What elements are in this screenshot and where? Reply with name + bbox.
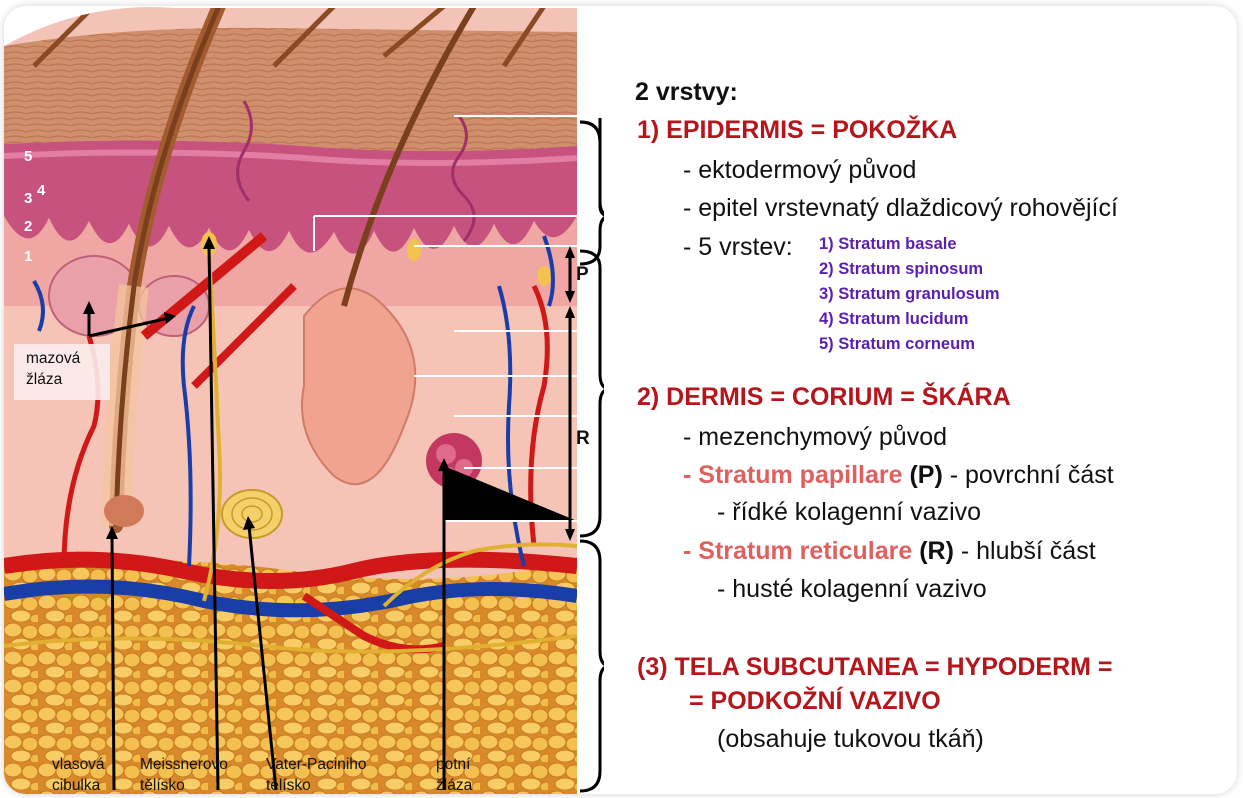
intro-heading: 2 vrstvy: — [635, 78, 738, 107]
layer-number-1: 1 — [24, 248, 32, 265]
epidermis-title: 1) EPIDERMIS = POKOŽKA — [637, 116, 957, 145]
hair-bulb-label: vlasová cibulka — [52, 754, 105, 794]
tela-subcutanea-note: (obsahuje tukovou tkáň) — [717, 725, 984, 754]
stratum-reticulare-name: - Stratum reticulare — [683, 537, 912, 565]
sebaceous-gland-label: mazová žláza — [26, 348, 80, 390]
brace-letter-r: R — [576, 428, 590, 450]
layer-number-5: 5 — [24, 148, 32, 165]
stratum-reticulare-line: - Stratum reticulare (R) - hlubší část — [683, 537, 1096, 566]
epidermis-epithelium: - epitel vrstevnatý dlaždicový rohovějíc… — [683, 194, 1118, 223]
layer-number-2: 2 — [24, 218, 32, 235]
stratum-papillare-tissue: - řídké kolagenní vazivo — [717, 498, 981, 527]
stratum-spinosum: 2) Stratum spinosum — [819, 260, 983, 279]
epidermis-layers-count: - 5 vrstev: — [683, 233, 793, 262]
slide-frame: mazová žláza 5 3 4 2 1 P R vlasová cibul… — [4, 6, 1237, 794]
pacinian-corpuscle-label: Vater-Paciniho tělísko — [266, 754, 367, 794]
tela-subcutanea-title-2: = PODKOŽNÍ VAZIVO — [689, 687, 941, 716]
stratum-reticulare-tissue: - husté kolagenní vazivo — [717, 575, 987, 604]
sweat-gland-label: potní žláza — [436, 754, 472, 794]
layer-number-4: 4 — [37, 182, 45, 199]
tela-subcutanea-title-1: (3) TELA SUBCUTANEA = HYPODERM = — [637, 653, 1113, 682]
stratum-reticulare-desc: - hlubší část — [954, 537, 1096, 565]
pacinian-corpuscle-graphic — [222, 490, 282, 538]
stratum-papillare-abbr: (P) — [909, 461, 942, 489]
meissner-corpuscle-label: Meissnerovo tělísko — [140, 754, 228, 794]
skin-cross-section-illustration — [4, 6, 604, 794]
stratum-granulosum: 3) Stratum granulosum — [819, 285, 1000, 304]
stratum-papillare-name: - Stratum papillare — [683, 461, 903, 489]
stratum-papillare-line: - Stratum papillare (P) - povrchní část — [683, 461, 1114, 490]
brace-letter-p: P — [576, 264, 589, 286]
stratum-corneum: 5) Stratum corneum — [819, 335, 975, 354]
layer-number-3: 3 — [24, 190, 32, 207]
stratum-basale: 1) Stratum basale — [819, 235, 957, 254]
dermis-origin: - mezenchymový původ — [683, 423, 947, 452]
dermis-title: 2) DERMIS = CORIUM = ŠKÁRA — [637, 383, 1011, 412]
stratum-lucidum: 4) Stratum lucidum — [819, 310, 968, 329]
stratum-papillare-desc: - povrchní část — [943, 461, 1114, 489]
stratum-reticulare-abbr: (R) — [919, 537, 954, 565]
epidermis-origin: - ektodermový původ — [683, 156, 916, 185]
